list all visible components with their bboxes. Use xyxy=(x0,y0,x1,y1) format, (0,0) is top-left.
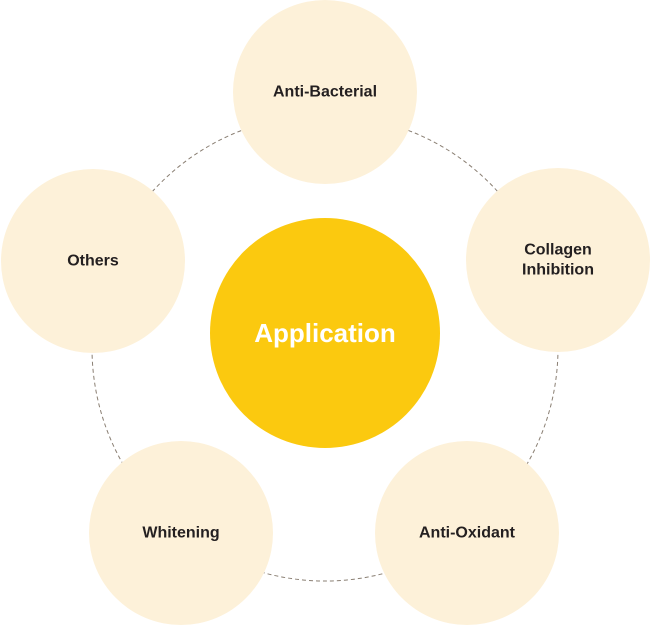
node-circle xyxy=(466,168,650,352)
node-anti-oxidant: Anti-Oxidant xyxy=(375,441,559,625)
node-others: Others xyxy=(1,169,185,353)
node-label: Anti-Oxidant xyxy=(419,525,516,542)
node-circle xyxy=(89,441,273,625)
node-circle xyxy=(233,0,417,184)
node-label: Others xyxy=(67,253,119,270)
node-label: Collagen xyxy=(524,242,592,259)
center-label: Application xyxy=(254,318,396,348)
node-circle xyxy=(1,169,185,353)
center-circle xyxy=(210,218,440,448)
node-whitening: Whitening xyxy=(89,441,273,625)
center-node: Application xyxy=(210,218,440,448)
node-circle xyxy=(375,441,559,625)
node-label: Inhibition xyxy=(522,262,594,279)
node-label: Whitening xyxy=(142,525,219,542)
node-label: Anti-Bacterial xyxy=(273,84,377,101)
node-anti-bacterial: Anti-Bacterial xyxy=(233,0,417,184)
